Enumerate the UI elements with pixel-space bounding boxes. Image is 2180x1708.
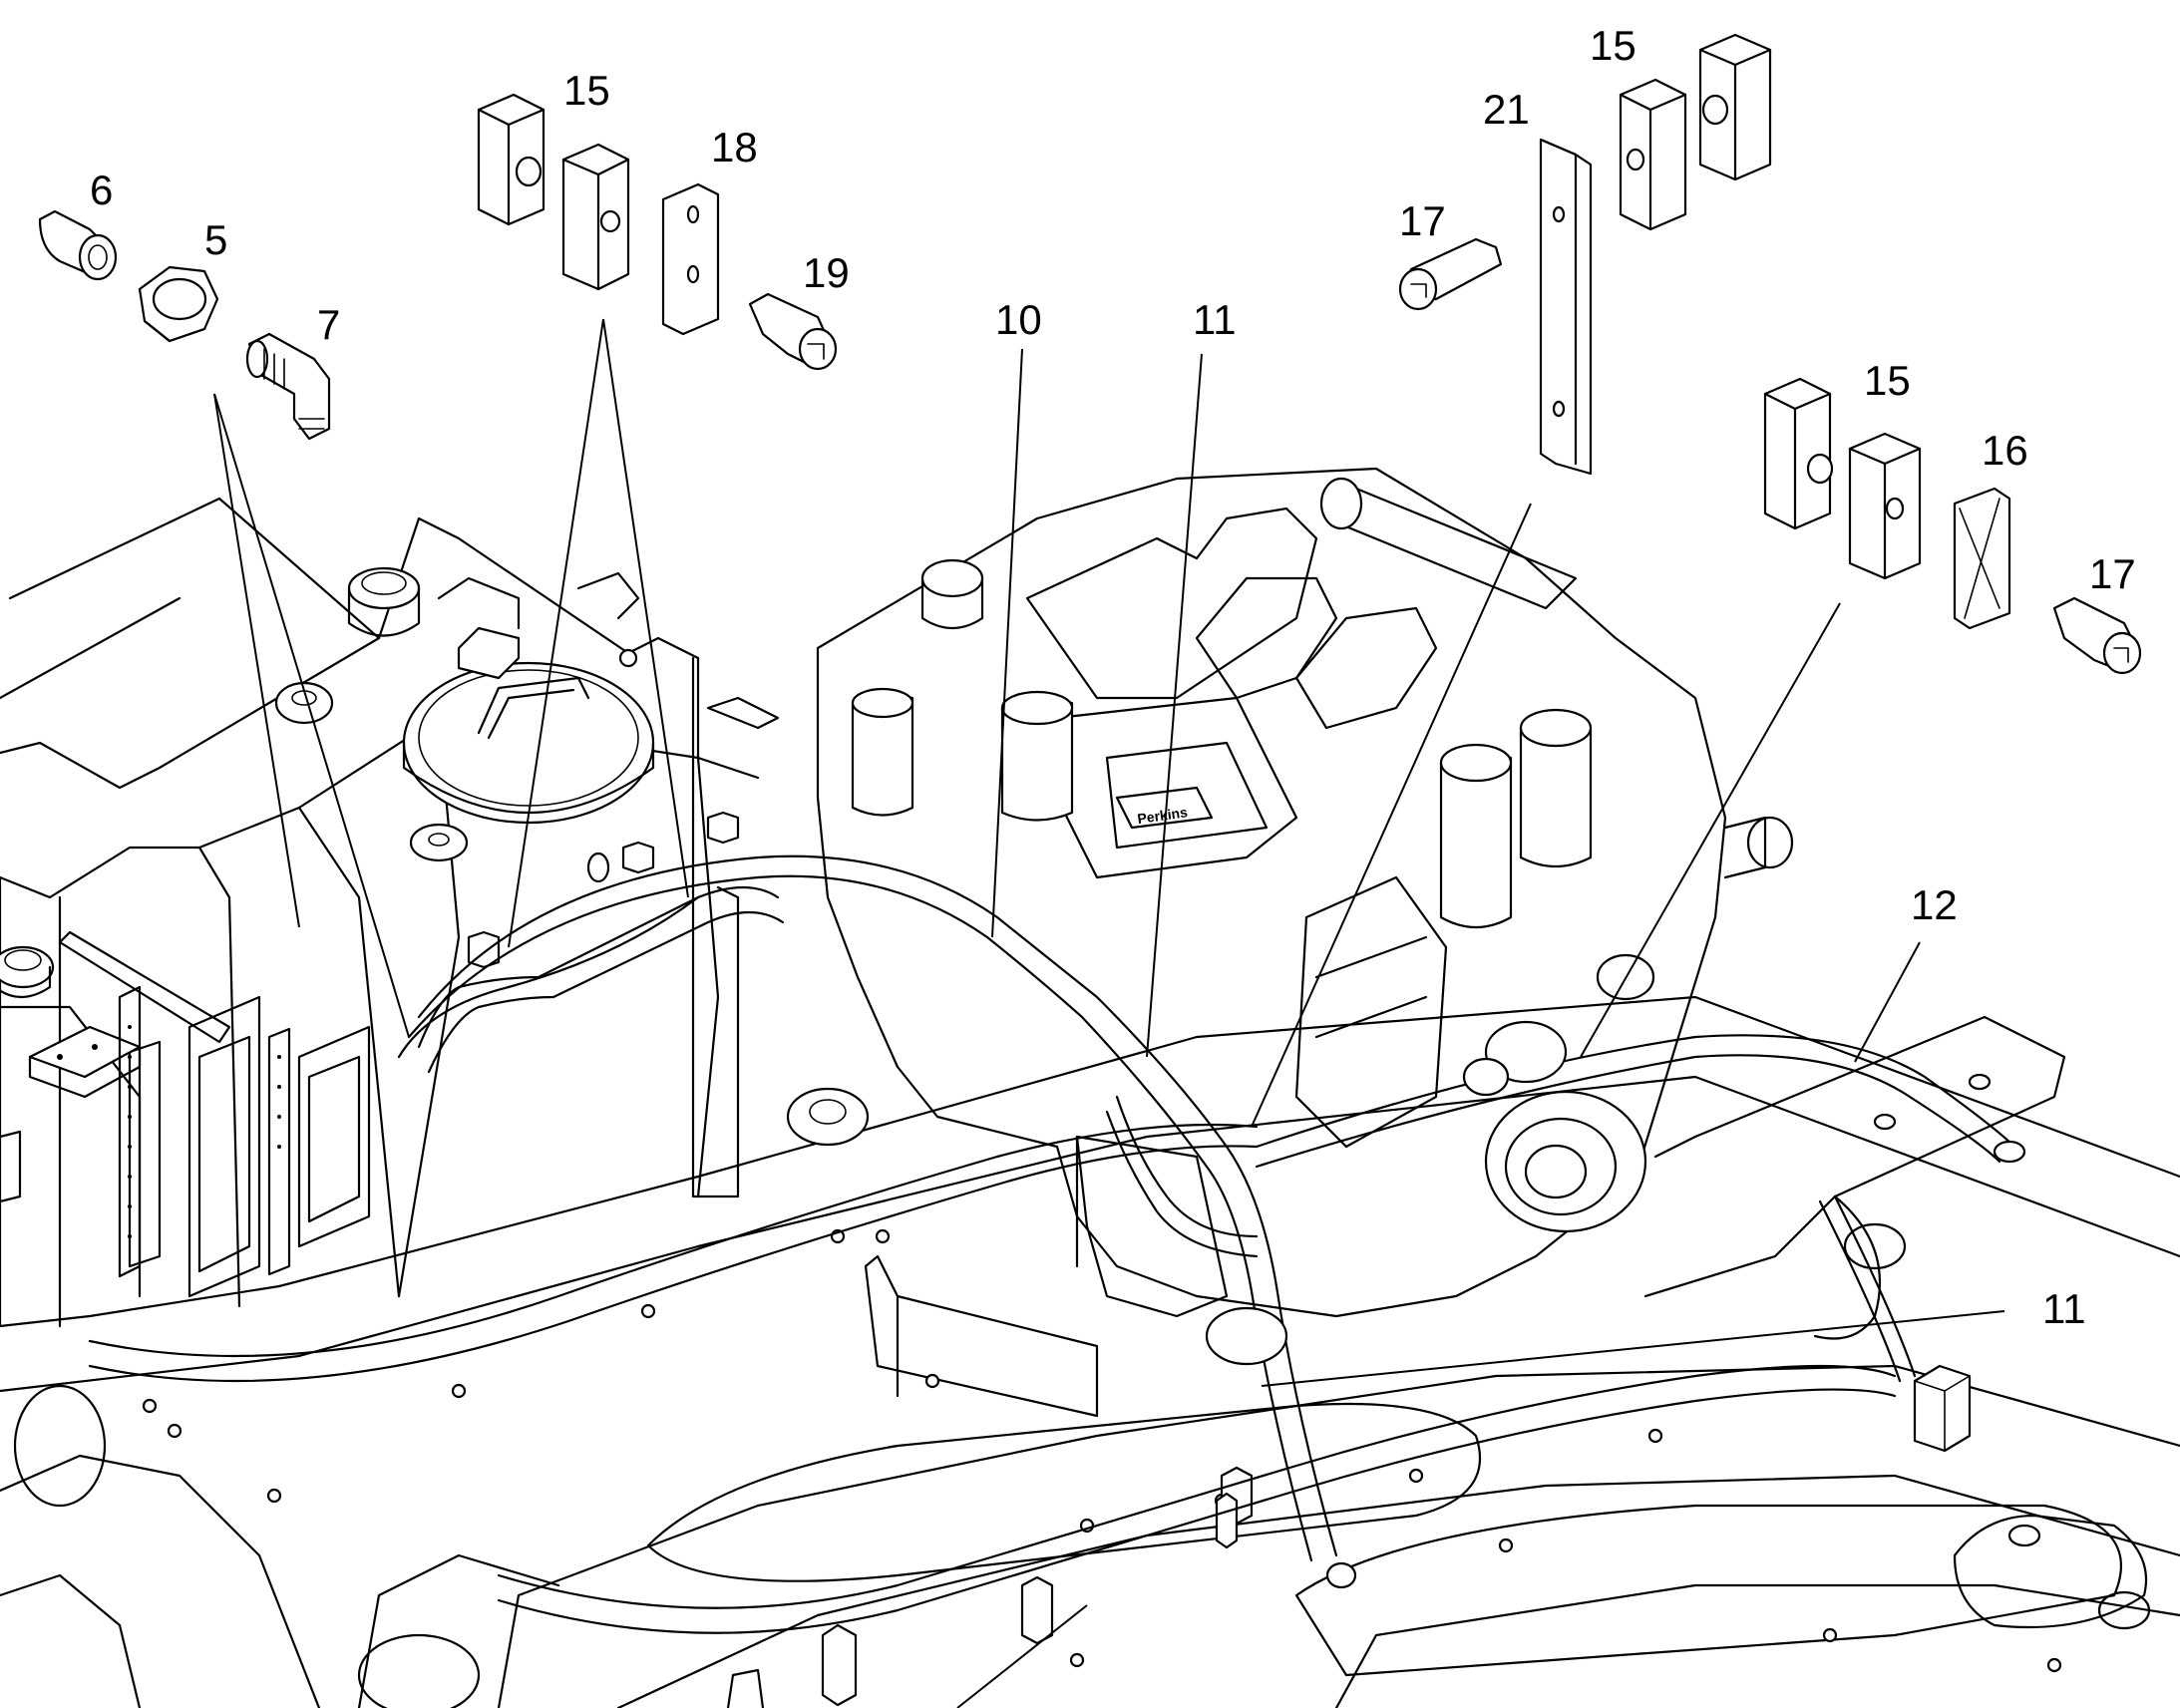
chassis-frame [0, 995, 2180, 1708]
part-21-bar [1539, 138, 1593, 476]
leader-lines [213, 318, 2005, 1708]
part-15-clamp-right [1763, 377, 1922, 580]
engine: Perkins [786, 467, 1794, 1366]
part-17-bolt-lower [2052, 596, 2142, 675]
callout-5: 5 [204, 216, 227, 263]
callout-7: 7 [317, 301, 340, 348]
part-18-plate [661, 182, 720, 336]
hoses [88, 854, 2026, 1634]
part-17-bolt-upper [1398, 237, 1503, 311]
callout-12: 12 [1911, 881, 1958, 928]
callout-15-left: 15 [563, 67, 610, 114]
callout-15-right: 15 [1864, 357, 1911, 404]
callout-labels: 6 5 7 15 18 19 10 11 21 17 15 15 16 17 1… [90, 22, 2136, 1332]
callout-10: 10 [995, 296, 1042, 343]
callout-17-lower: 17 [2089, 550, 2136, 597]
part-19-bolt [748, 292, 838, 371]
callout-15-top-right: 15 [1590, 22, 1636, 69]
part-7-elbow [245, 332, 331, 441]
engine-brand-label: Perkins [1136, 804, 1189, 827]
callout-11-upper: 11 [1193, 296, 1237, 343]
callout-16: 16 [1982, 427, 2028, 474]
part-15-clamp-top-right [1619, 33, 1772, 231]
part-6-plug [38, 209, 118, 281]
frame-bolts [142, 1228, 2062, 1673]
callout-21: 21 [1483, 86, 1530, 133]
part-5-nut [138, 265, 219, 343]
strip-holes [128, 1025, 281, 1238]
part-15-clamp-left [477, 93, 630, 291]
callout-19: 19 [803, 249, 850, 296]
part-16-plate [1953, 487, 2011, 630]
hydraulic-tank [0, 497, 780, 1328]
callout-18: 18 [711, 124, 758, 171]
callout-17-upper: 17 [1399, 197, 1446, 244]
callout-6: 6 [90, 167, 113, 213]
callout-11-lower: 11 [2042, 1285, 2086, 1332]
